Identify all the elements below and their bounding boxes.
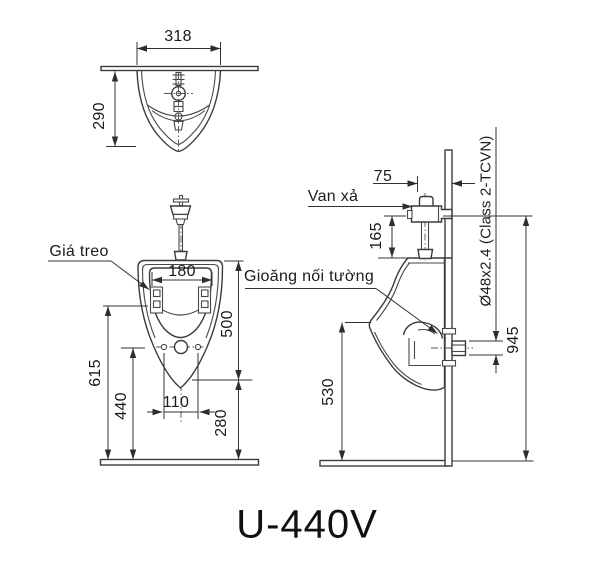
side-view-wall bbox=[444, 149, 453, 467]
dimension-165 bbox=[378, 215, 408, 259]
flush-valve-label: Van xả bbox=[307, 188, 359, 205]
dimension-280 bbox=[192, 379, 253, 460]
side-view-outlet-spud bbox=[431, 340, 473, 357]
side-view-urinal-profile bbox=[368, 257, 452, 391]
dim-bolt-spacing: 180 bbox=[168, 263, 196, 280]
dimension-290 bbox=[106, 71, 136, 147]
hanger-label: Giá treo bbox=[49, 243, 109, 260]
wall-gasket-label: Gioăng nối tường bbox=[243, 268, 375, 285]
dim-bowl-bottom: 530 bbox=[320, 378, 337, 406]
side-view-floor bbox=[319, 459, 534, 467]
dim-top-depth: 290 bbox=[91, 102, 108, 130]
dimension-615 bbox=[103, 305, 148, 460]
product-title: U-440V bbox=[236, 502, 378, 547]
side-view-flush-valve bbox=[406, 193, 453, 261]
dimension-110 bbox=[147, 353, 215, 419]
dimension-530 bbox=[338, 322, 371, 461]
dim-hanger-height: 615 bbox=[87, 359, 104, 387]
front-view-hanger-brackets bbox=[149, 286, 212, 314]
wall-gasket-leader-line bbox=[245, 288, 438, 334]
dimension-75 bbox=[373, 176, 475, 192]
front-view-drain-holes bbox=[156, 339, 206, 355]
dim-valve-to-rim: 165 bbox=[368, 222, 385, 250]
dim-hole-spacing: 110 bbox=[162, 394, 190, 411]
front-view-drawing bbox=[48, 194, 260, 466]
dimension-318 bbox=[136, 42, 221, 65]
side-view-wall-bolts bbox=[441, 327, 457, 367]
pipe-spec-label: Ø48x2.4 (Class 2-TCVN) bbox=[477, 135, 495, 307]
dimension-180 bbox=[151, 272, 213, 286]
dim-bottom-to-floor: 280 bbox=[213, 409, 230, 437]
top-view-flush-inlet bbox=[164, 71, 193, 152]
side-view-drawing bbox=[245, 127, 534, 467]
dim-drain-height: 440 bbox=[113, 392, 130, 420]
top-view-wall bbox=[100, 65, 259, 72]
dim-top-width: 318 bbox=[164, 28, 192, 45]
dim-bowl-height: 500 bbox=[219, 310, 236, 338]
dimension-500 bbox=[224, 260, 244, 380]
dimension-945 bbox=[443, 215, 533, 461]
dim-valve-offset: 75 bbox=[373, 168, 393, 185]
top-view-drawing bbox=[100, 42, 259, 153]
dimension-440 bbox=[121, 347, 145, 460]
dimension-pipe-diameter bbox=[469, 127, 503, 373]
hanger-leader-line bbox=[48, 260, 150, 290]
front-view-floor bbox=[99, 458, 260, 466]
dim-inlet-height: 945 bbox=[505, 326, 522, 354]
